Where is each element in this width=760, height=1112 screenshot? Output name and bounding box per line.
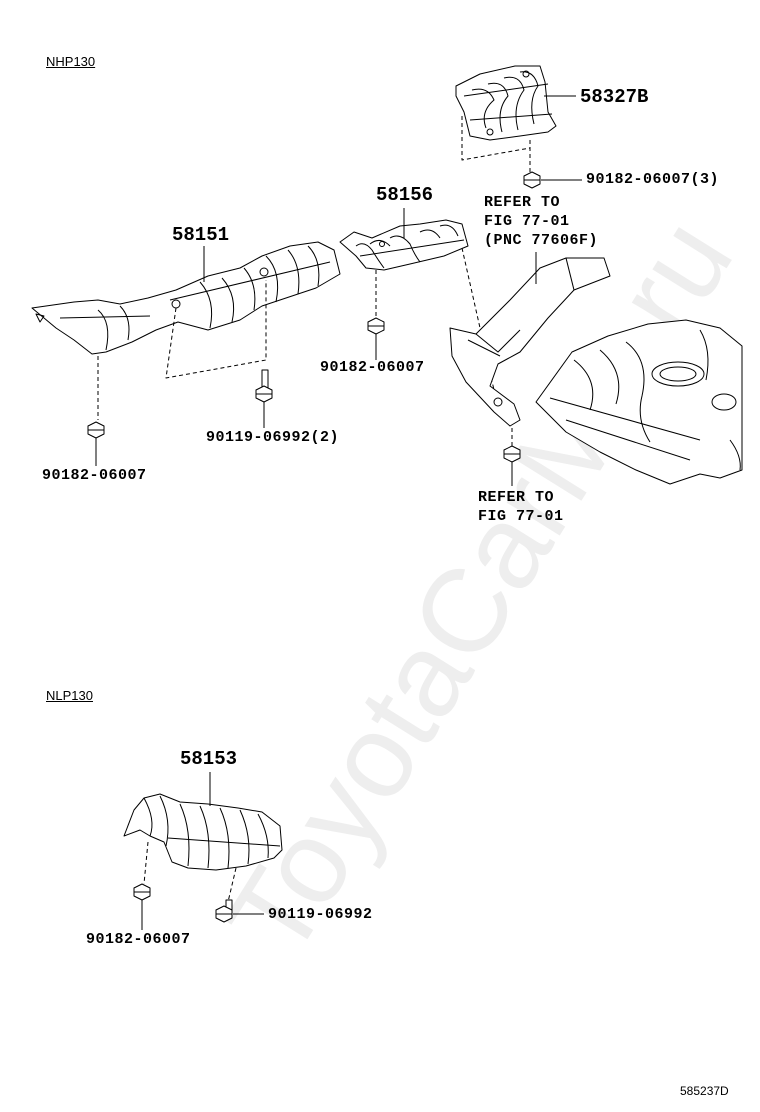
- part-number-58156: 58156: [376, 184, 434, 206]
- figure-code: 585237D: [680, 1084, 729, 1098]
- reference-line: (PNC 77606F): [484, 232, 599, 249]
- reference-line: REFER TO: [484, 194, 561, 211]
- section-label-nlp130: NLP130: [46, 688, 93, 703]
- bolt-icon: [255, 369, 273, 403]
- part-number-58151: 58151: [172, 224, 230, 246]
- nut-icon: [523, 171, 541, 189]
- fastener-label-bolt-mid: 90119-06992(2): [206, 429, 340, 446]
- fastener-label-nut-lower: 90182-06007: [86, 931, 191, 948]
- fastener-label-nut-mid: 90182-06007: [320, 359, 425, 376]
- section-label-nhp130: NHP130: [46, 54, 96, 69]
- heat-insulator-58156: [339, 208, 469, 271]
- reference-line: REFER TO: [478, 489, 555, 506]
- nut-icon: [87, 421, 105, 439]
- part-number-58153: 58153: [180, 748, 238, 770]
- heat-insulator-58327b: [455, 65, 576, 141]
- fuel-tank: [535, 319, 743, 485]
- reference-note-fig-77-01: REFER TO FIG 77-01: [478, 488, 564, 526]
- reference-line: FIG 77-01: [484, 213, 570, 230]
- reference-line: FIG 77-01: [478, 508, 564, 525]
- reference-note-pnc-77606f: REFER TO FIG 77-01 (PNC 77606F): [484, 193, 598, 250]
- nut-icon: [133, 883, 151, 901]
- part-number-58327b: 58327B: [580, 86, 649, 108]
- nut-icon: [367, 317, 385, 335]
- nut-icon: [503, 445, 521, 463]
- bolt-icon: [215, 899, 233, 923]
- bracket: [449, 252, 611, 427]
- fastener-label-nut-top-right: 90182-06007(3): [586, 171, 720, 188]
- fastener-label-nut-left: 90182-06007: [42, 467, 147, 484]
- fastener-label-bolt-lower: 90119-06992: [268, 906, 373, 923]
- heat-insulator-58153: [123, 772, 283, 871]
- heat-insulator-58151: [31, 241, 341, 355]
